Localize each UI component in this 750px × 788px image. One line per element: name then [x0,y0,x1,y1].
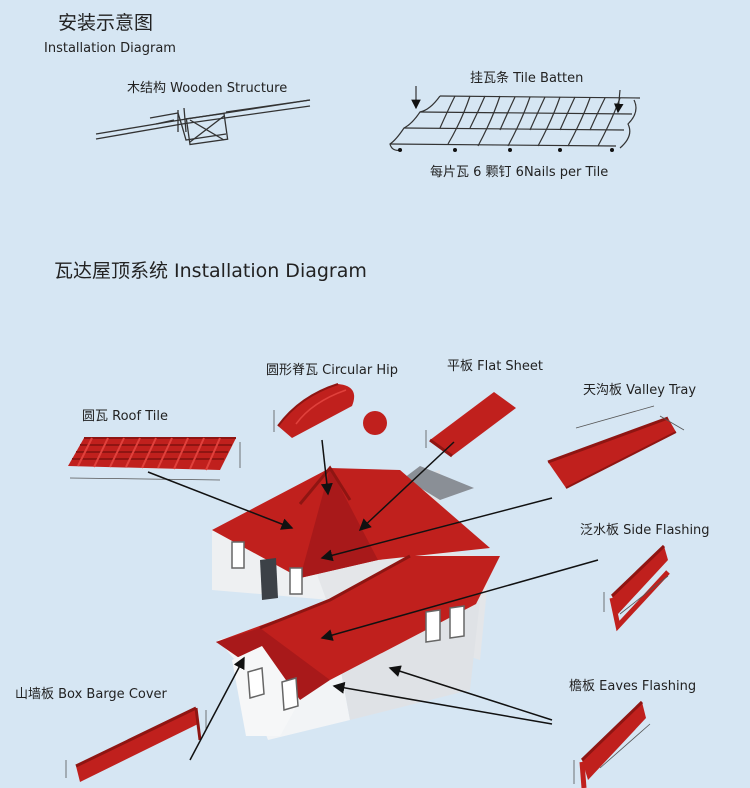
box-barge-cover-piece [65,706,207,782]
box-barge-cover-label: 山墙板 Box Barge Cover [15,687,167,702]
side-flashing-piece [603,544,670,632]
eaves-flashing-label: 檐板 Eaves Flashing [569,679,697,694]
circular-hip-label: 圆形脊瓦 Circular Hip [266,363,398,378]
roof-tile-panel [68,437,241,481]
house-model [212,465,500,740]
wooden-structure-label: 木结构 Wooden Structure [127,81,288,96]
circular-hip-piece [273,383,387,438]
nail-marks [398,148,614,152]
eaves-flashing-piece [573,700,651,788]
roof-tile-label: 圆瓦 Roof Tile [82,409,168,424]
leader-arrows [147,439,599,761]
wooden-structure-drawing [95,99,311,146]
system-title: 瓦达屋顶系统 Installation Diagram [54,260,367,282]
flat-sheet-piece [425,392,516,458]
tile-batten-drawing [389,86,641,151]
flat-sheet-label: 平板 Flat Sheet [447,359,544,374]
valley-tray-label: 天沟板 Valley Tray [583,383,697,398]
nails-per-tile-label: 每片瓦 6 颗钉 6Nails per Tile [430,165,609,180]
diagram-title-en: Installation Diagram [44,41,176,56]
valley-tray-piece [547,405,685,489]
diagram-title-cn: 安装示意图 [58,12,154,34]
tile-batten-label: 挂瓦条 Tile Batten [470,71,584,86]
side-flashing-label: 泛水板 Side Flashing [580,523,710,538]
